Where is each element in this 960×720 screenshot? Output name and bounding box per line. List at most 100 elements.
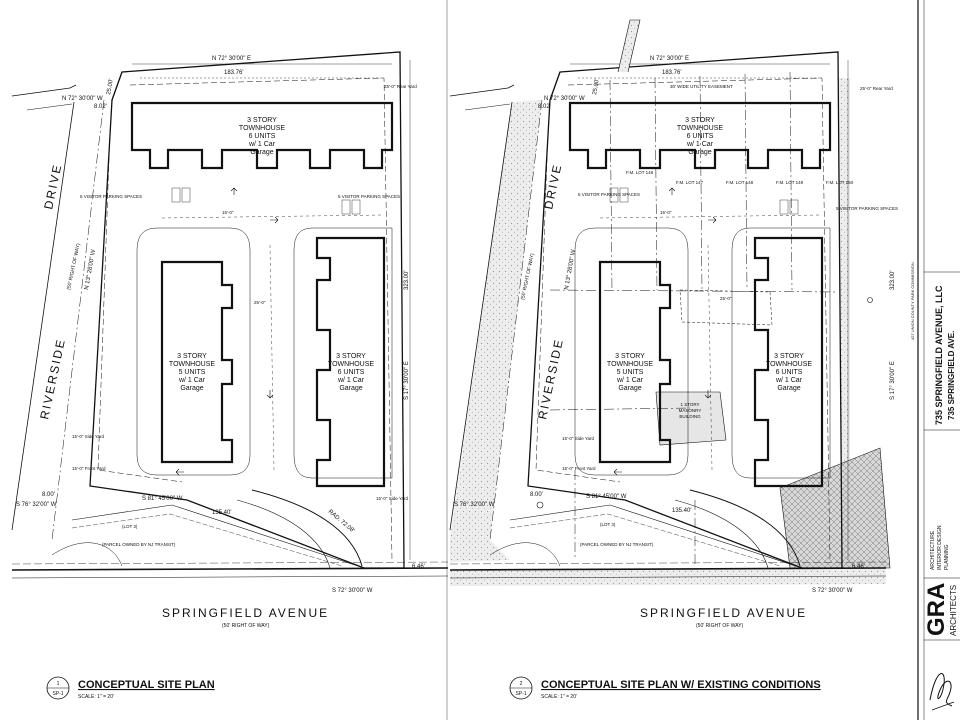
front-yard-2: 15'-0" Front Yard xyxy=(562,466,596,471)
south-bearing-3: S 72° 30'00" W xyxy=(332,588,373,594)
springfield-avenue-label: SPRINGFIELD AVENUE xyxy=(162,606,329,620)
south-bearing-3b: S 72° 30'00" W xyxy=(812,588,853,594)
springfield-row-label-2: (50' RIGHT OF WAY) xyxy=(696,623,744,629)
north-bldg-line-3: 6 UNITS xyxy=(249,133,276,140)
visitor-parking-west-2: 5 VISITOR PARKING SPACES xyxy=(578,192,640,197)
west-bldg-line-3: 5 UNITS xyxy=(179,369,206,376)
existing-building-label: 1 STORY MASONRY BUILDING xyxy=(679,402,702,419)
south-distance-1: 135.40' xyxy=(212,510,232,516)
north-bldg-line-1: 3 STORY xyxy=(247,117,277,124)
county-note: 427 UNION COUNTY PARK COMMISSION xyxy=(910,262,915,340)
existing-bldg-line-2: MASONRY xyxy=(679,408,702,413)
north-bldg2-line-5: Garage xyxy=(688,149,711,156)
south-distance-3: 6.46' xyxy=(412,564,425,570)
west-side-yard: 15'-0" Side Yard xyxy=(72,434,105,439)
nw-gap: 8.02' xyxy=(94,104,107,110)
west-bearing: N 13° 28'00" W xyxy=(84,249,97,290)
north-building-label: 3 STORY TOWNHOUSE 6 UNITS w/ 1 Car Garag… xyxy=(239,117,285,156)
titleblock: 735 SPRINGFIELD AVENUE, LLC 735 SPRINGFI… xyxy=(910,262,960,711)
west-bldg-line-1: 3 STORY xyxy=(177,353,207,360)
firm-subtitle: ARCHITECTS xyxy=(949,585,958,636)
springfield-row-label: (50' RIGHT OF WAY) xyxy=(222,623,270,629)
nw-distance-2: 25.00' xyxy=(592,78,601,95)
lot-tag-148: F.M. LOT 148 xyxy=(726,180,754,185)
rear-yard-2: 25'-0" Rear Yard xyxy=(860,86,893,91)
nw-bearing-2: N 72° 30'00" W xyxy=(544,96,585,102)
east-bldg-line-2: TOWNHOUSE xyxy=(328,361,374,368)
south-distance-2b: 8.00' xyxy=(530,492,543,498)
south-distance-2: 8.00' xyxy=(42,492,55,498)
existing-bldg-line-1: 1 STORY xyxy=(680,402,699,407)
rear-yard: 25'-0" Rear Yard xyxy=(384,84,417,89)
plan2-scale: SCALE: 1" = 20' xyxy=(541,694,577,700)
west-bldg2-line-5: Garage xyxy=(618,385,641,392)
visitor-parking-east-2: 5 VISITOR PARKING SPACES xyxy=(836,206,898,211)
north-distance: 183.76' xyxy=(224,70,244,76)
bldg-gap: 15'-0" xyxy=(222,210,234,215)
visitor-parking-east: 5 VISITOR PARKING SPACES xyxy=(338,194,400,199)
parcel-label: (PARCEL OWNED BY NJ TRANSIT) xyxy=(102,542,176,547)
detail-number-1: 1 xyxy=(57,681,60,687)
discipline-interior: INTERIOR DESIGN xyxy=(937,525,943,570)
east-bldg-line-5: Garage xyxy=(339,385,362,392)
west-building-label: 3 STORY TOWNHOUSE 5 UNITS w/ 1 Car Garag… xyxy=(169,353,215,392)
east-bldg2-line-1: 3 STORY xyxy=(774,353,804,360)
aisle-width: 25'-0" xyxy=(254,300,266,305)
south-bearing-2b: S 76° 32'00" W xyxy=(454,502,495,508)
sheet-ref-2: SP-1 xyxy=(515,691,526,697)
north-bldg-line-5: Garage xyxy=(250,149,273,156)
firm-logo: GRA xyxy=(923,583,950,636)
architect-signature xyxy=(929,673,955,711)
nw-bearing: N 72° 30'00" W xyxy=(62,96,103,102)
east-building-label-2: 3 STORY TOWNHOUSE 6 UNITS w/ 1 Car Garag… xyxy=(766,353,812,392)
west-building-label-2: 3 STORY TOWNHOUSE 5 UNITS w/ 1 Car Garag… xyxy=(607,353,653,392)
south-bearing-2: S 76° 32'00" W xyxy=(16,502,57,508)
west-bldg-line-5: Garage xyxy=(180,385,203,392)
easement-label: 30' WIDE UTILITY EASEMENT xyxy=(670,84,733,89)
north-bldg2-line-2: TOWNHOUSE xyxy=(677,125,723,132)
west-bldg2-line-3: 5 UNITS xyxy=(617,369,644,376)
lot-tag-150: F.M. LOT 150 xyxy=(826,180,854,185)
west-bldg-line-2: TOWNHOUSE xyxy=(169,361,215,368)
north-bearing-2: N 72° 30'00" E xyxy=(650,56,689,62)
plan2-title: CONCEPTUAL SITE PLAN W/ EXISTING CONDITI… xyxy=(541,679,821,691)
bldg-gap-2: 15'-0" xyxy=(660,210,672,215)
east-bldg-line-3: 6 UNITS xyxy=(338,369,365,376)
east-bldg2-line-2: TOWNHOUSE xyxy=(766,361,812,368)
north-bldg-line-2: TOWNHOUSE xyxy=(239,125,285,132)
north-bldg2-line-1: 3 STORY xyxy=(685,117,715,124)
lot-3-label-2: (LOT 3) xyxy=(600,522,616,527)
east-distance: 323.00' xyxy=(404,271,410,291)
north-bldg2-line-4: w/ 1 Car xyxy=(686,141,714,148)
drive-label: DRIVE xyxy=(41,162,64,211)
discipline-architecture: ARCHITECTURE xyxy=(930,530,936,570)
east-building-label: 3 STORY TOWNHOUSE 6 UNITS w/ 1 Car Garag… xyxy=(328,353,374,392)
east-bearing: S 17° 30'00" E xyxy=(404,361,410,400)
riverside-label: RIVERSIDE xyxy=(37,337,68,421)
nw-distance: 25.00' xyxy=(106,78,115,95)
project-address: 735 SPRINGFIELD AVE. xyxy=(947,331,956,420)
east-bldg2-line-3: 6 UNITS xyxy=(776,369,803,376)
springfield-avenue-label-2: SPRINGFIELD AVENUE xyxy=(640,606,807,620)
north-bldg2-line-3: 6 UNITS xyxy=(687,133,714,140)
nw-gap-2: 8.02' xyxy=(538,104,551,110)
lot-3-label: (LOT 3) xyxy=(122,524,138,529)
west-bldg2-line-4: w/ 1 Car xyxy=(616,377,644,384)
client-name: 735 SPRINGFIELD AVENUE, LLC xyxy=(934,285,944,425)
sheet-ref-1: SP-1 xyxy=(52,691,63,697)
south-bearing-1b: S 81° 45'00" W xyxy=(586,494,627,500)
east-bldg-line-4: w/ 1 Car xyxy=(337,377,365,384)
south-bearing-1: S 81° 45'00" W xyxy=(142,496,183,502)
north-bldg-line-4: w/ 1 Car xyxy=(248,141,276,148)
discipline-planning: PLANNING xyxy=(944,544,950,570)
plan2-title-block: 2 SP-1 CONCEPTUAL SITE PLAN W/ EXISTING … xyxy=(509,676,821,700)
east-bldg2-line-5: Garage xyxy=(777,385,800,392)
riverside-label-2: RIVERSIDE xyxy=(535,337,566,421)
east-bldg-line-1: 3 STORY xyxy=(336,353,366,360)
plan1-labels: 3 STORY TOWNHOUSE 6 UNITS w/ 1 Car Garag… xyxy=(16,56,425,629)
existing-bldg-line-3: BUILDING xyxy=(679,414,701,419)
west-bldg-line-4: w/ 1 Car xyxy=(178,377,206,384)
visitor-parking-west: 5 VISITOR PARKING SPACES xyxy=(80,194,142,199)
plan1-title: CONCEPTUAL SITE PLAN xyxy=(78,679,215,691)
west-side-yard-2: 15'-0" Side Yard xyxy=(562,436,595,441)
